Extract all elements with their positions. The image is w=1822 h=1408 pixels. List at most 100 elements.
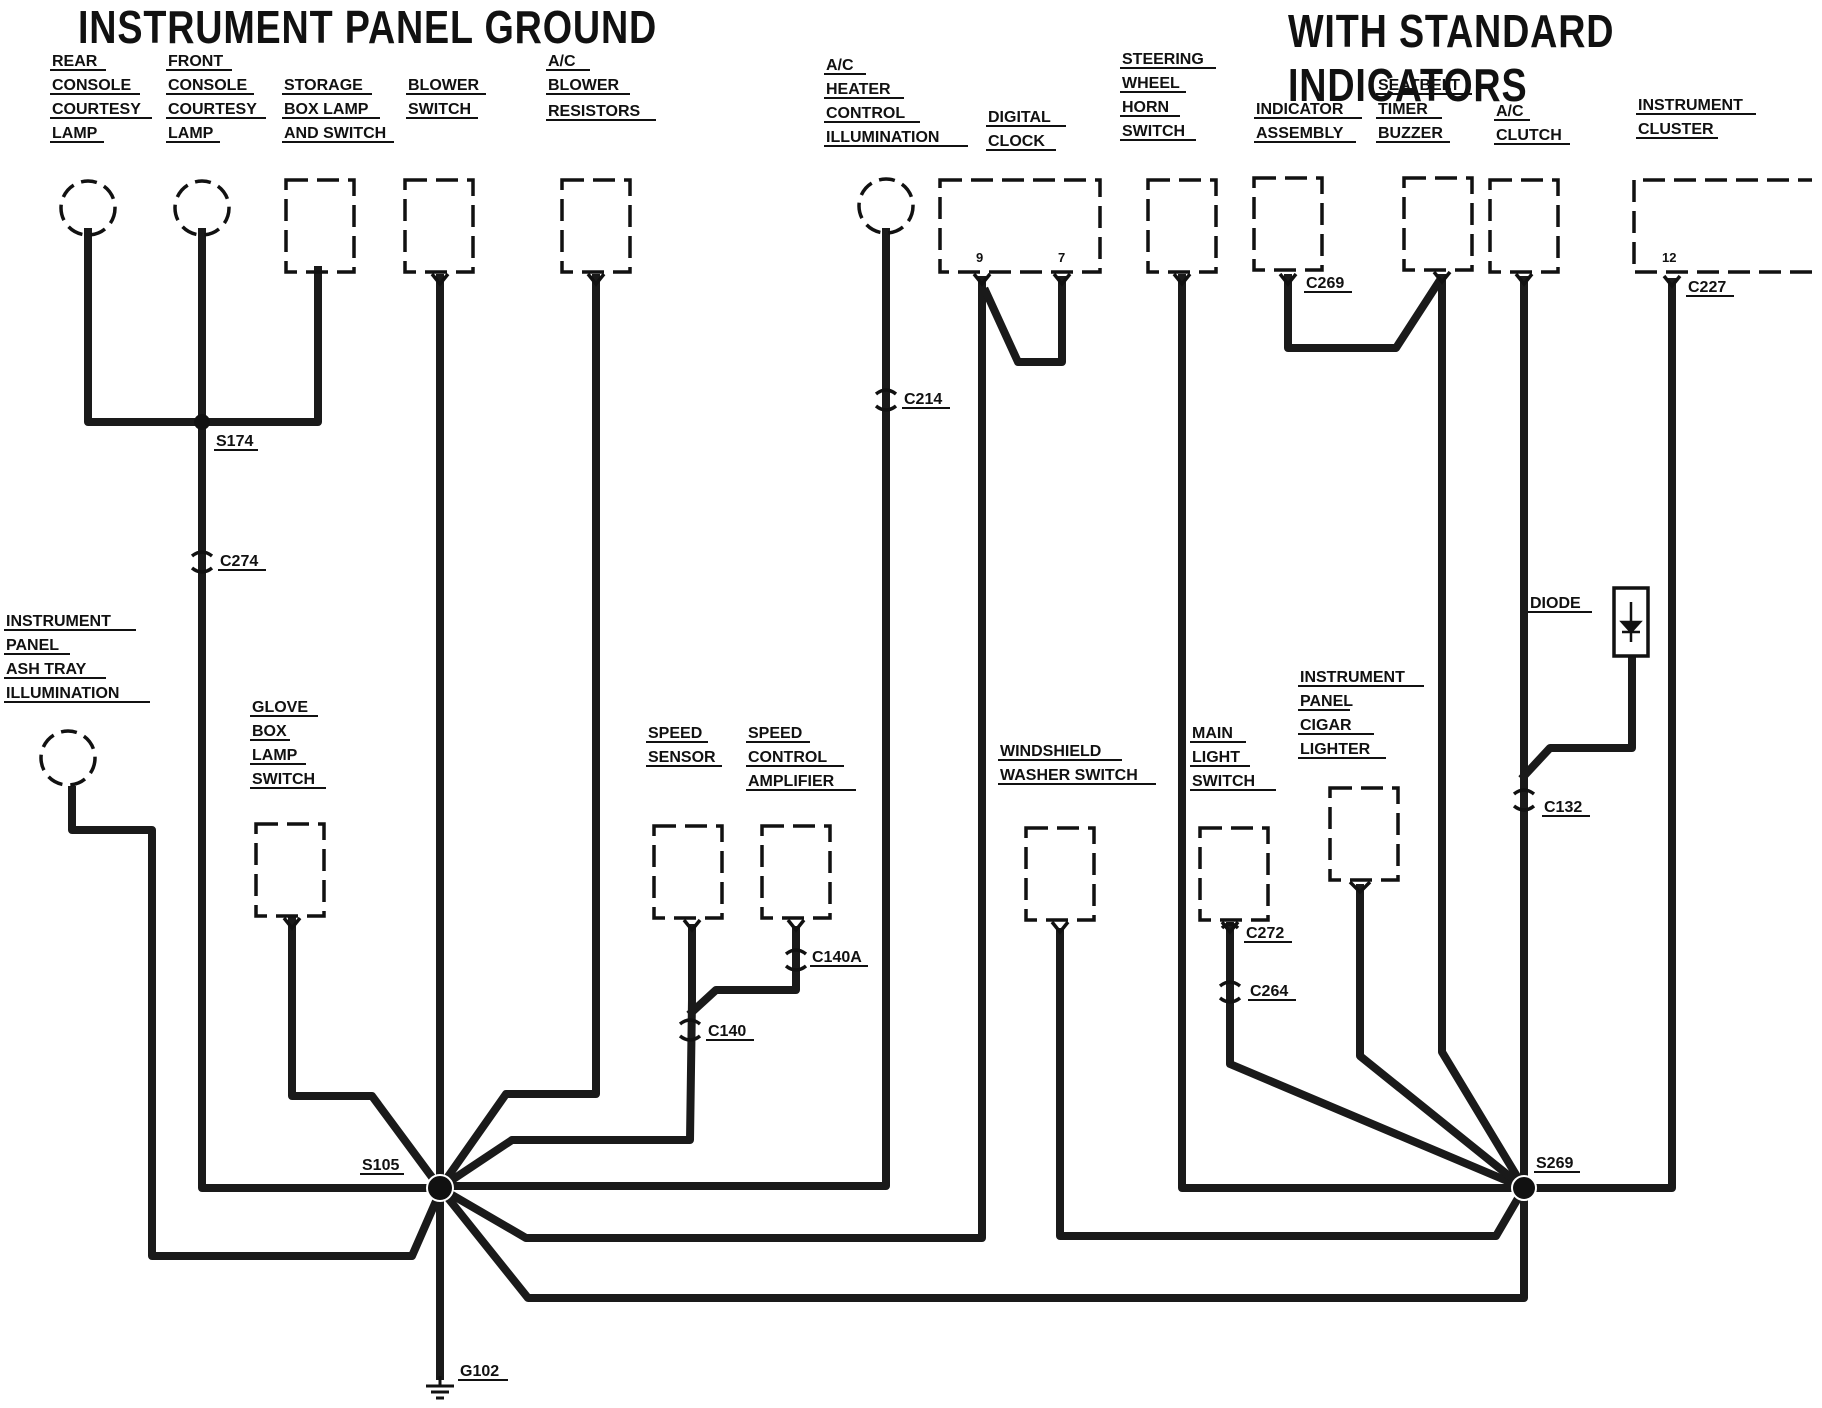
label-clock-1: DIGITAL: [988, 109, 1051, 126]
seatbelt-buzzer-box[interactable]: [1402, 176, 1474, 272]
connector-c132-icon: [1512, 788, 1536, 812]
label-seatbelt-1: SEATBELT: [1378, 77, 1460, 94]
label-cluster-1: INSTRUMENT: [1638, 97, 1743, 114]
components: [39, 176, 1812, 922]
instrument-cluster-box[interactable]: [1632, 178, 1812, 274]
wire-diode: [1518, 652, 1636, 782]
label-ash-tray-1: INSTRUMENT: [6, 613, 111, 630]
label-rear-console-1: REAR: [52, 53, 98, 70]
tag-c140a: C140A: [812, 949, 862, 966]
ground-g102-icon: [426, 1376, 454, 1400]
storage-box-lamp-box[interactable]: [284, 178, 356, 274]
label-cigar-4: LIGHTER: [1300, 741, 1371, 758]
label-main-light-2: LIGHT: [1192, 749, 1240, 766]
label-ac-clutch-1: A/C: [1496, 103, 1524, 120]
tag-s105: S105: [362, 1157, 399, 1174]
label-speed-control-3: AMPLIFIER: [748, 773, 835, 790]
label-front-console-3: COURTESY: [168, 101, 257, 118]
ac-clutch-box[interactable]: [1488, 178, 1560, 274]
label-rear-console-4: LAMP: [52, 125, 98, 142]
label-storage-3: AND SWITCH: [284, 125, 386, 142]
connector-tags: S174 C274 C214 C269 C227 C132 C140 C140A…: [214, 275, 1734, 1381]
terminal-cigar-icon: [1348, 880, 1372, 895]
label-front-console-2: CONSOLE: [168, 77, 247, 94]
front-console-lamp-icon[interactable]: [173, 179, 231, 237]
tag-c274: C274: [220, 553, 258, 570]
splice-s269-icon: [1511, 1175, 1537, 1201]
label-horn-2: WHEEL: [1122, 75, 1180, 92]
label-blower-2: SWITCH: [408, 101, 471, 118]
speed-sensor-box[interactable]: [652, 824, 724, 920]
terminal-clock-7-icon: [1052, 272, 1072, 287]
wire-rear-console: [84, 228, 206, 426]
horn-switch-box[interactable]: [1146, 178, 1218, 274]
diagram-title-left: INSTRUMENT PANEL GROUND: [78, 1, 658, 53]
label-seatbelt-2: TIMER: [1378, 101, 1428, 118]
connector-c272-icon: [1220, 922, 1240, 930]
ac-blower-resistors-box[interactable]: [560, 178, 632, 274]
connector-c274-icon: [190, 550, 214, 574]
label-blower-1: BLOWER: [408, 77, 480, 94]
label-diode: DIODE: [1530, 595, 1581, 612]
diode-icon[interactable]: [1612, 586, 1650, 658]
label-washer-2: WASHER SWITCH: [1000, 767, 1138, 784]
wire-ac-blower: [434, 274, 600, 1194]
label-ac-blower-2: BLOWER: [548, 77, 620, 94]
splice-s105-icon: [426, 1174, 454, 1202]
label-glove-2: BOX: [252, 723, 287, 740]
terminal-ac-blower-icon: [586, 272, 606, 287]
label-cluster-2: CLUSTER: [1638, 121, 1714, 138]
label-rear-console-2: CONSOLE: [52, 77, 131, 94]
rear-console-lamp-icon[interactable]: [59, 179, 117, 237]
wire-indicator: [1284, 274, 1446, 352]
wire-cigar: [1356, 884, 1530, 1194]
terminal-blower-icon: [430, 272, 450, 287]
component-labels: REAR CONSOLE COURTESY LAMP FRONT CONSOLE…: [6, 51, 1743, 790]
terminal-cluster-icon: [1662, 274, 1682, 289]
label-ac-heater-2: HEATER: [826, 81, 891, 98]
wire-ac-heater: [436, 228, 890, 1190]
wire-windshield: [1056, 928, 1530, 1240]
ac-heater-lamp-icon[interactable]: [857, 177, 915, 235]
speed-control-amplifier-box[interactable]: [760, 824, 832, 920]
label-cigar-3: CIGAR: [1300, 717, 1352, 734]
label-ash-tray-4: ILLUMINATION: [6, 685, 119, 702]
label-cigar-2: PANEL: [1300, 693, 1353, 710]
terminal-speed-sensor-icon: [682, 918, 702, 933]
connector-c140-icon: [678, 1018, 702, 1042]
windshield-washer-box[interactable]: [1024, 826, 1096, 922]
label-front-console-1: FRONT: [168, 53, 223, 70]
ash-tray-lamp-icon[interactable]: [39, 729, 97, 787]
label-rear-console-3: COURTESY: [52, 101, 141, 118]
label-seatbelt-3: BUZZER: [1378, 125, 1443, 142]
tag-c272: C272: [1246, 925, 1284, 942]
label-front-console-4: LAMP: [168, 125, 214, 142]
label-ac-blower-1: A/C: [548, 53, 576, 70]
clock-pin-7: 7: [1058, 250, 1065, 265]
wires: [68, 228, 1676, 1380]
label-speed-sensor-1: SPEED: [648, 725, 702, 742]
cigar-lighter-box[interactable]: [1328, 786, 1400, 882]
terminal-seatbelt-icon: [1432, 270, 1452, 285]
label-speed-control-2: CONTROL: [748, 749, 827, 766]
label-clock-2: CLOCK: [988, 133, 1045, 150]
wire-glove-box: [288, 916, 446, 1194]
connector-symbols: [190, 270, 1682, 1400]
digital-clock-box[interactable]: [938, 178, 1102, 274]
glove-box-switch-box[interactable]: [254, 822, 326, 918]
label-main-light-3: SWITCH: [1192, 773, 1255, 790]
label-storage-1: STORAGE: [284, 77, 363, 94]
wire-storage-box: [198, 266, 322, 426]
terminal-washer-icon: [1050, 920, 1070, 935]
label-ac-heater-1: A/C: [826, 57, 854, 74]
connector-c214-icon: [874, 388, 898, 412]
label-ac-blower-3: RESISTORS: [548, 103, 641, 120]
main-light-switch-box[interactable]: [1198, 826, 1270, 922]
tag-s269: S269: [1536, 1155, 1573, 1172]
label-ac-heater-3: CONTROL: [826, 105, 905, 122]
blower-switch-box[interactable]: [403, 178, 475, 274]
wire-s105-s269-bottom: [434, 1182, 1528, 1302]
indicator-assembly-box[interactable]: [1252, 176, 1324, 272]
tag-c214: C214: [904, 391, 942, 408]
